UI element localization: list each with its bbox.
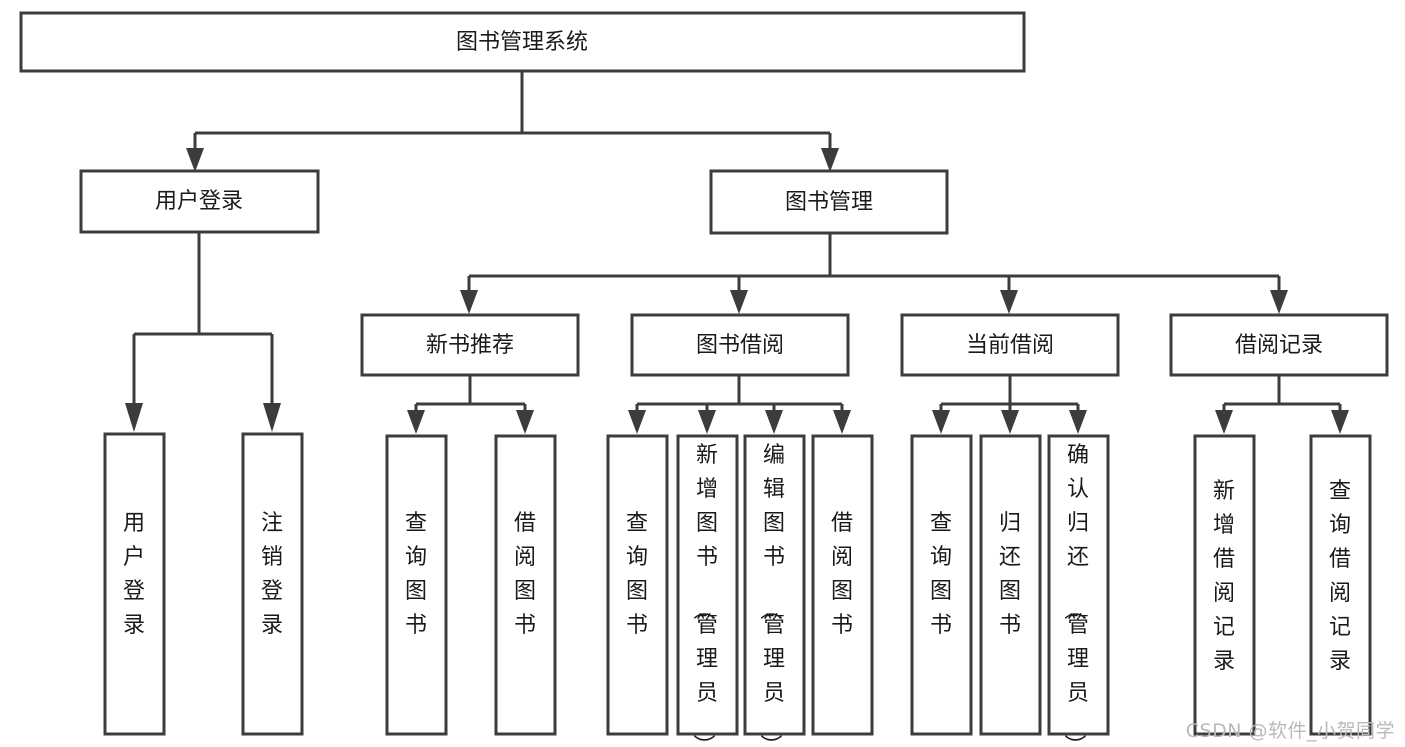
node-current-borrow-label: 当前借阅: [966, 333, 1054, 358]
node-leaf-query-book-3-label: 查询图书: [930, 511, 952, 638]
node-leaf-query-record-label: 查询借阅记录: [1329, 479, 1351, 674]
node-leaf-borrow-book-1[interactable]: 借阅图书: [494, 434, 557, 736]
node-book-borrow-box[interactable]: [630, 313, 850, 377]
node-leaf-user-login[interactable]: 用户登录: [103, 432, 166, 736]
node-user-login[interactable]: 用户登录: [79, 169, 320, 234]
node-leaf-add-record[interactable]: 新增借阅记录: [1193, 434, 1256, 736]
node-leaf-query-record[interactable]: 查询借阅记录: [1309, 434, 1372, 736]
arrow-nbr-to-leaf-2: [516, 410, 534, 434]
node-borrow-record-box[interactable]: [1169, 313, 1389, 377]
node-leaf-borrow-book-1-label: 借阅图书: [514, 511, 536, 638]
node-leaf-user-login-label: 用户登录: [123, 511, 145, 638]
arrow-cb-to-leaf-2: [1001, 410, 1019, 434]
node-leaf-query-book-2-label: 查询图书: [626, 511, 648, 638]
node-leaf-query-book-1[interactable]: 查询图书: [385, 434, 448, 736]
node-leaf-confirm-return-label: 确认归还（管理员）: [1061, 443, 1089, 747]
node-leaf-return-book-box[interactable]: [979, 434, 1042, 736]
arrow-nbr-to-leaf-1: [407, 410, 425, 434]
node-leaf-edit-book-label: 编辑图书（管理员）: [757, 443, 785, 747]
arrow-br-to-leaf-2: [1331, 410, 1349, 434]
node-root[interactable]: 图书管理系统: [19, 11, 1026, 73]
node-book-borrow[interactable]: 图书借阅: [630, 313, 850, 377]
node-new-book-recommend-box[interactable]: [360, 313, 580, 377]
node-leaf-query-book-1-label: 查询图书: [405, 511, 427, 638]
node-leaf-edit-book-box[interactable]: [743, 434, 806, 736]
arrow-ul-to-leaf-2: [263, 403, 281, 432]
node-leaf-query-book-1-box[interactable]: [385, 434, 448, 736]
node-leaf-add-book-label: 新增图书（管理员）: [690, 443, 718, 747]
node-leaf-logout-login-label: 注销登录: [261, 511, 283, 638]
node-book-manage-box[interactable]: [709, 169, 949, 235]
node-borrow-record[interactable]: 借阅记录: [1169, 313, 1389, 377]
arrow-bb-to-leaf-1: [628, 410, 646, 434]
node-borrow-record-label: 借阅记录: [1235, 333, 1323, 358]
arrow-bb-to-leaf-3: [765, 410, 783, 434]
arrow-br-to-leaf-1: [1215, 410, 1233, 434]
node-leaf-logout-login[interactable]: 注销登录: [241, 432, 304, 736]
node-leaf-query-record-box[interactable]: [1309, 434, 1372, 736]
arrow-ul-to-leaf-1: [125, 403, 143, 432]
node-leaf-add-book-box[interactable]: [676, 434, 739, 736]
node-leaf-borrow-book-2-label: 借阅图书: [831, 511, 853, 638]
node-leaf-add-record-label: 新增借阅记录: [1213, 479, 1235, 674]
connector-layer: [125, 71, 1349, 434]
arrow-bm-to-book-borrow: [730, 290, 748, 314]
node-book-borrow-label: 图书借阅: [696, 333, 784, 358]
node-leaf-return-book-label: 归还图书: [999, 511, 1021, 638]
arrow-root-to-user-login: [186, 148, 204, 172]
node-leaf-add-record-box[interactable]: [1193, 434, 1256, 736]
node-leaf-confirm-return[interactable]: 确认归还（管理员）: [1047, 434, 1110, 747]
node-new-book-recommend[interactable]: 新书推荐: [360, 313, 580, 377]
node-root-label: 图书管理系统: [456, 30, 588, 55]
node-new-book-recommend-label: 新书推荐: [426, 333, 514, 358]
node-leaf-query-book-3-box[interactable]: [910, 434, 973, 736]
node-user-login-label: 用户登录: [155, 189, 243, 214]
arrow-cb-to-leaf-3: [1069, 410, 1087, 434]
arrow-bb-to-leaf-4: [833, 410, 851, 434]
node-leaf-edit-book[interactable]: 编辑图书（管理员）: [743, 434, 806, 747]
arrow-bm-to-borrow-record: [1270, 290, 1288, 314]
node-leaf-logout-login-box[interactable]: [241, 432, 304, 736]
arrow-bm-to-new-book: [460, 290, 478, 314]
node-book-manage[interactable]: 图书管理: [709, 169, 949, 235]
node-leaf-borrow-book-1-box[interactable]: [494, 434, 557, 736]
node-leaf-add-book[interactable]: 新增图书（管理员）: [676, 434, 739, 747]
node-leaf-query-book-2-box[interactable]: [606, 434, 669, 736]
arrow-cb-to-leaf-1: [932, 410, 950, 434]
node-root-box[interactable]: [19, 11, 1026, 73]
node-leaf-user-login-box[interactable]: [103, 432, 166, 736]
node-current-borrow-box[interactable]: [900, 313, 1120, 377]
node-leaf-query-book-2[interactable]: 查询图书: [606, 434, 669, 736]
arrow-root-to-book-manage: [821, 148, 839, 172]
node-user-login-box[interactable]: [79, 169, 320, 234]
arrow-bm-to-current-borrow: [1000, 290, 1018, 314]
node-leaf-query-book-3[interactable]: 查询图书: [910, 434, 973, 736]
node-current-borrow[interactable]: 当前借阅: [900, 313, 1120, 377]
node-leaf-return-book[interactable]: 归还图书: [979, 434, 1042, 736]
node-leaf-confirm-return-box[interactable]: [1047, 434, 1110, 736]
node-book-manage-label: 图书管理: [785, 190, 873, 215]
arrow-bb-to-leaf-2: [698, 410, 716, 434]
node-leaf-borrow-book-2[interactable]: 借阅图书: [811, 434, 874, 736]
node-leaf-borrow-book-2-box[interactable]: [811, 434, 874, 736]
